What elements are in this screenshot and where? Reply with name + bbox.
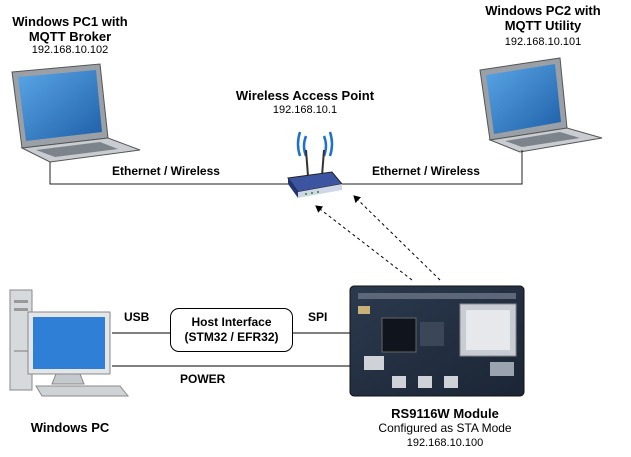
spi-label: SPI [308, 310, 328, 324]
pc1-title-line1: Windows PC1 with [12, 14, 128, 29]
access-point-title: Wireless Access Point [235, 88, 375, 103]
pc2-title-line2: MQTT Utility [504, 18, 582, 33]
host-interface-line1: Host Interface [191, 315, 272, 329]
power-label: POWER [180, 372, 226, 386]
laptop-pc1-icon [11, 63, 141, 163]
desktop-pc-icon [9, 289, 130, 397]
host-interface-line2: (STM32 / EFR32) [184, 330, 279, 344]
wireless-link-arrow-1 [315, 205, 413, 281]
pc1-title: Windows PC1 with MQTT Broker [10, 14, 130, 44]
host-interface-box: Host Interface (STM32 / EFR32) [170, 308, 293, 352]
module-subtitle: Configured as STA Mode [378, 421, 512, 435]
pc2-title: Windows PC2 with MQTT Utility [478, 3, 608, 33]
wireless-link-arrow-2 [353, 195, 441, 281]
usb-label: USB [124, 310, 150, 324]
access-point-ip: 192.168.10.1 [272, 104, 338, 116]
pc2-title-line1: Windows PC2 with [485, 3, 601, 18]
laptop-pc2-icon [479, 57, 603, 153]
rs9116w-board-icon [349, 285, 525, 397]
access-point-router-icon [287, 131, 343, 198]
module-ip: 192.168.10.100 [406, 437, 484, 449]
pc1-title-line2: MQTT Broker [28, 29, 112, 44]
right-link-label: Ethernet / Wireless [372, 164, 480, 178]
pc1-ip: 192.168.10.102 [31, 44, 109, 56]
module-title: RS9116W Module [391, 406, 499, 421]
pc2-ip: 192.168.10.101 [504, 36, 582, 48]
left-link-label: Ethernet / Wireless [112, 164, 220, 178]
ethernet-wireless-line [49, 150, 523, 185]
windows-pc-label: Windows PC [30, 420, 110, 435]
